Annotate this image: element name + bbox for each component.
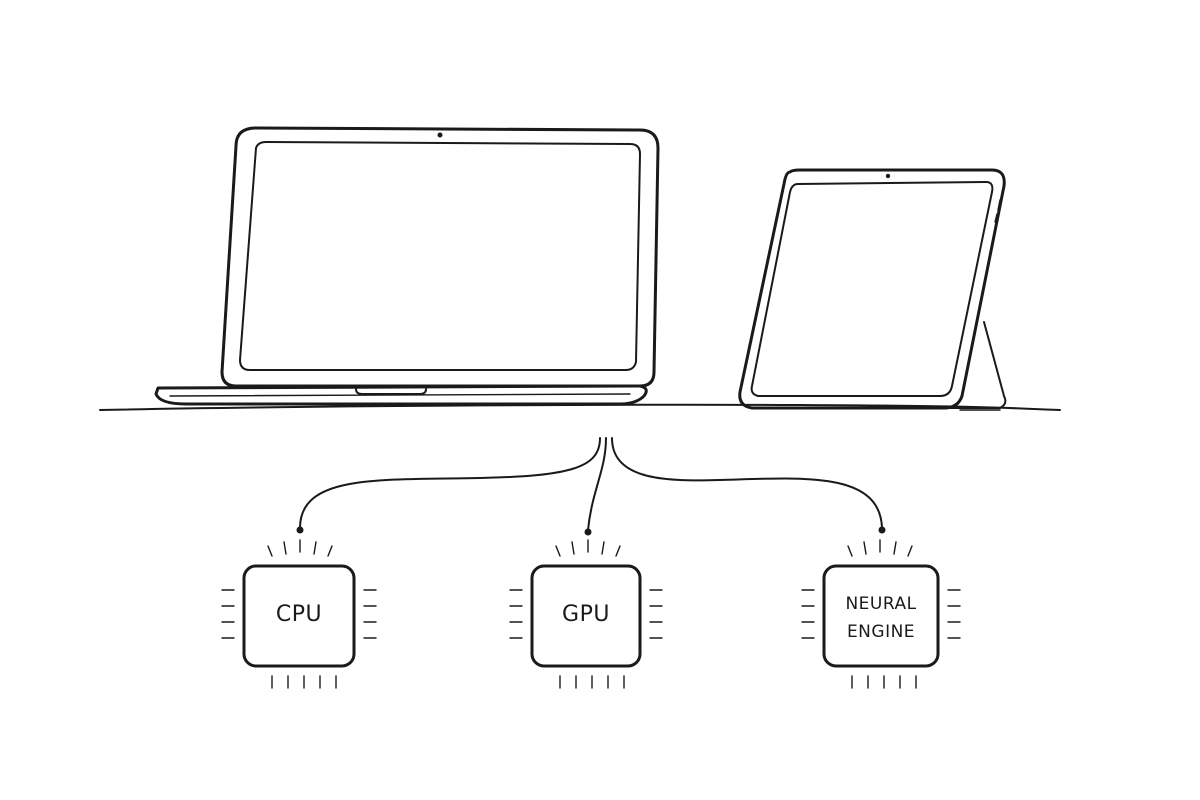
gpu-chip: GPU bbox=[509, 539, 663, 689]
connector-lines bbox=[296, 437, 886, 536]
chip-icon bbox=[801, 539, 961, 689]
gpu-label: GPU bbox=[562, 602, 610, 627]
cpu-chip: CPU bbox=[221, 539, 377, 689]
neural-engine-label-line1: NEURAL bbox=[845, 594, 916, 614]
tablet-icon bbox=[738, 168, 1007, 411]
cpu-label: CPU bbox=[276, 602, 322, 627]
chip-icon bbox=[509, 539, 663, 689]
neural-engine-chip: NEURAL ENGINE bbox=[801, 539, 961, 689]
neural-engine-label-line2: ENGINE bbox=[847, 622, 915, 642]
laptop-icon bbox=[154, 126, 660, 406]
chip-icon bbox=[221, 539, 377, 689]
